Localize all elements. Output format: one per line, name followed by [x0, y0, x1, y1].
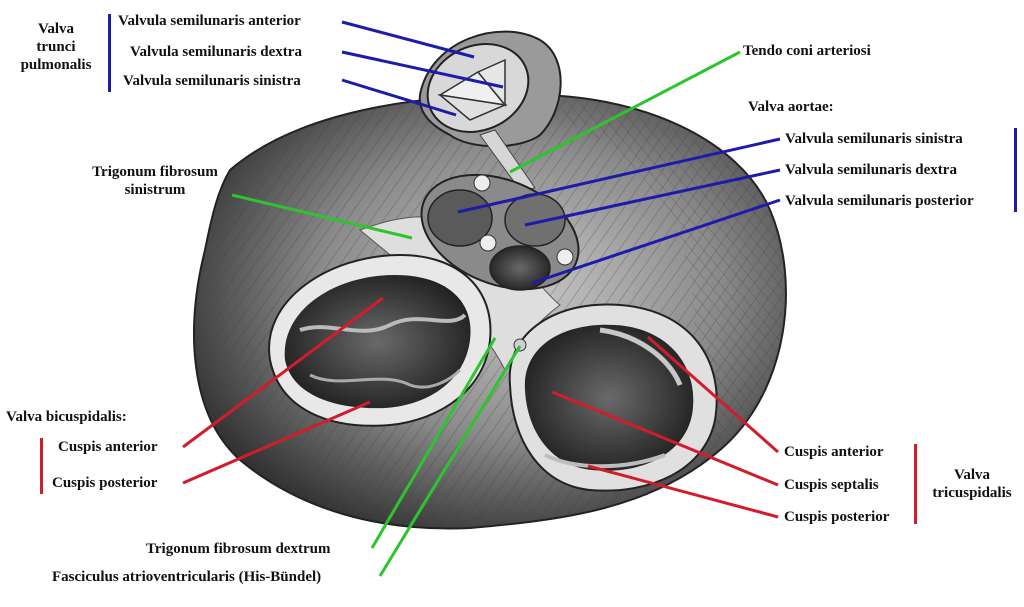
label-fasciculus: Fasciculus atrioventricularis (His-Bünde… — [52, 569, 322, 585]
label-pulm-sinistra: Valvula semilunaris sinistra — [123, 73, 301, 89]
leader-tricusp-posterior — [587, 464, 779, 519]
leader-aortic-sinistra — [457, 137, 781, 214]
leader-trigonum-sin — [231, 193, 413, 240]
leader-bicusp-anterior — [182, 296, 384, 449]
label-tricusp-posterior: Cuspis posterior — [784, 509, 890, 525]
label-pulm-dextra: Valvula semilunaris dextra — [130, 44, 302, 60]
pulmonary-bracket — [108, 14, 111, 92]
bicuspid-bracket — [40, 438, 43, 494]
label-trigonum-sinistrum: Trigonum fibrosum sinistrum — [92, 164, 218, 198]
leader-bicusp-posterior — [182, 400, 371, 485]
leader-aortic-posterior — [531, 198, 781, 285]
leader-tendo — [509, 50, 741, 174]
label-valva-trunci-pulmonalis: Valva trunci pulmonalis — [20, 21, 92, 73]
leader-tricusp-septalis — [551, 390, 779, 487]
label-aortic-posterior: Valvula semilunaris posterior — [785, 193, 974, 209]
leader-pulm-anterior — [341, 20, 475, 59]
label-tricusp-anterior: Cuspis anterior — [784, 444, 884, 460]
label-valva-aortae: Valva aortae: — [748, 99, 834, 115]
label-aortic-dextra: Valvula semilunaris dextra — [785, 162, 957, 178]
leader-fasciculus — [378, 345, 522, 577]
label-tendo-coni: Tendo coni arteriosi — [743, 43, 871, 59]
leader-tricusp-anterior — [647, 335, 779, 454]
label-bicusp-posterior: Cuspis posterior — [52, 475, 158, 491]
label-valva-bicuspidalis: Valva bicuspidalis: — [6, 409, 127, 425]
tricuspid-bracket — [914, 444, 917, 524]
leader-pulm-sinistra — [341, 78, 457, 117]
label-pulm-anterior: Valvula semilunaris anterior — [118, 13, 301, 29]
leader-aortic-dextra — [524, 168, 781, 227]
aortic-bracket — [1014, 128, 1017, 212]
label-trigonum-dextrum: Trigonum fibrosum dextrum — [146, 541, 331, 557]
label-tricusp-septalis: Cuspis septalis — [784, 477, 879, 493]
label-aortic-sinistra: Valvula semilunaris sinistra — [785, 131, 963, 147]
label-bicusp-anterior: Cuspis anterior — [58, 439, 158, 455]
label-valva-tricuspidalis: Valva tricuspidalis — [932, 467, 1012, 501]
leader-trigonum-dex — [370, 337, 497, 549]
leader-pulm-dextra — [341, 50, 504, 89]
